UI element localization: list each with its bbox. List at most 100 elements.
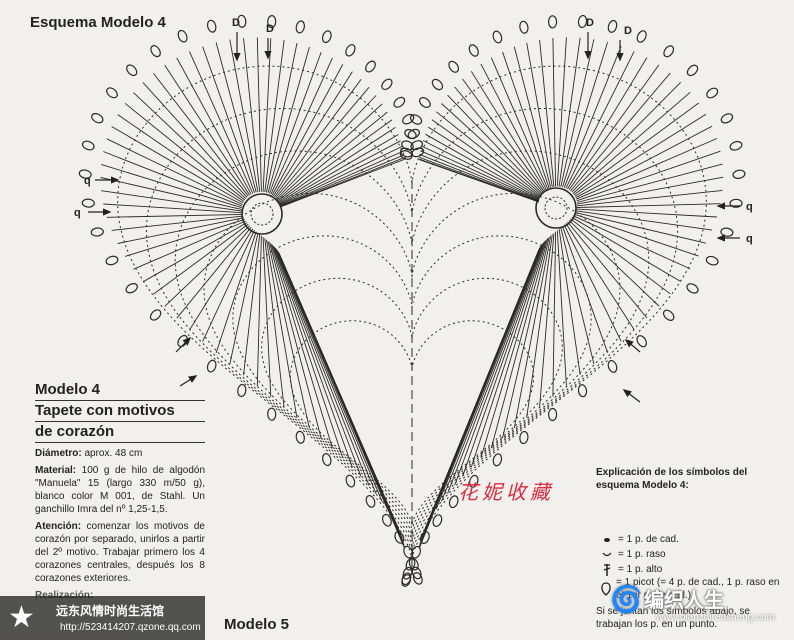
legend-item-text: = 1 p. de cad.	[618, 534, 679, 545]
treble-stitch	[425, 133, 540, 200]
arrow-head-icon	[624, 339, 634, 348]
treble-stitch	[270, 243, 333, 449]
picot	[577, 384, 588, 398]
treble-stitch	[570, 72, 671, 192]
treble-stitch	[277, 251, 388, 510]
treble-stitch	[576, 138, 718, 200]
picot	[720, 227, 734, 237]
treble-stitch	[262, 38, 272, 192]
picot	[662, 309, 675, 321]
picot	[295, 20, 305, 34]
arrow-head-icon	[233, 52, 241, 62]
arrow-label: D	[624, 25, 632, 37]
treble-stitch	[267, 241, 310, 429]
treble-stitch	[470, 240, 546, 468]
treble-stitch	[539, 233, 555, 408]
treble-stitch	[576, 189, 723, 207]
picot	[295, 430, 305, 444]
picot	[448, 495, 459, 509]
arrow-label: q	[74, 207, 81, 219]
treble-stitch	[462, 241, 545, 477]
picot	[547, 407, 558, 422]
picot	[410, 140, 424, 151]
treble-stitch	[202, 229, 255, 342]
treble-stitch	[560, 39, 595, 187]
treble-stitch	[513, 235, 552, 428]
treble-stitch	[419, 154, 539, 202]
picot-icon	[600, 582, 612, 596]
realizacion: Realización:	[35, 589, 205, 602]
legend-note: Si se juntan los símbolos abajo, se trab…	[596, 606, 750, 630]
treble-stitch	[563, 46, 622, 188]
legend-item-slip: = 1 p. raso	[600, 547, 786, 562]
treble-stitch	[462, 78, 545, 192]
treble-stitch	[573, 102, 699, 196]
diametro-value: aprox. 48 cm	[84, 448, 143, 459]
atencion-label: Atención:	[35, 521, 82, 532]
treble-stitch	[502, 51, 550, 189]
watermark-right-title: 编织人生	[644, 590, 724, 612]
treble-stitch	[419, 156, 539, 203]
picot	[237, 14, 247, 28]
treble-stitch	[565, 223, 635, 330]
picot	[206, 359, 217, 373]
treble-stitch	[577, 176, 724, 205]
picot	[411, 147, 425, 158]
slip-stitch-icon	[600, 551, 614, 559]
treble-stitch	[273, 71, 353, 197]
treble-stitch	[573, 213, 699, 257]
treble-stitch	[574, 113, 707, 197]
treble-stitch	[480, 239, 547, 458]
treble-stitch	[111, 215, 244, 231]
treble-stitch	[229, 39, 259, 193]
model-info: Modelo 4 Tapete con motivos de corazón D…	[35, 380, 205, 602]
swirl-logo-icon: 🌀	[610, 584, 643, 614]
treble-stitch	[142, 82, 248, 198]
picot	[345, 474, 356, 488]
treble-stitch	[526, 234, 553, 418]
treble-stitch	[271, 64, 344, 196]
model-name-line-1: Tapete con motivos	[35, 401, 205, 422]
treble-stitch	[279, 150, 404, 207]
atencion-value: comenzar los motivos de corazón por sepa…	[35, 521, 205, 584]
legend-item-treble: = 1 p. alto	[600, 562, 786, 577]
treble-stitch	[576, 208, 717, 218]
treble-stitch	[103, 203, 243, 214]
picot	[78, 169, 92, 179]
stitch-row	[117, 65, 707, 561]
arrow-head-icon	[616, 52, 624, 62]
treble-stitch	[274, 79, 362, 198]
treble-stitch	[526, 42, 553, 188]
picot	[547, 15, 558, 29]
material-value: 100 g de hilo de algodón "Manuela" 15 (l…	[35, 465, 206, 515]
material: Material: 100 g de hilo de algodón "Manu…	[35, 464, 205, 516]
watermark-left: ★ 远东风情时尚生活馆 http://523414207.qzone.qq.co…	[0, 596, 205, 640]
treble-stitch	[576, 203, 721, 208]
treble-stitch	[265, 43, 298, 193]
treble-stitch	[567, 57, 648, 190]
treble-stitch	[133, 220, 246, 270]
picot	[365, 495, 376, 508]
treble-stitch	[562, 41, 609, 188]
treble-stitch	[106, 138, 243, 205]
watermark-left-url: http://523414207.qzone.qq.com	[60, 622, 201, 633]
next-model-heading: Modelo 5	[224, 616, 290, 633]
stitch-row	[261, 277, 563, 532]
arrow-head-icon	[716, 234, 726, 242]
treble-stitch	[272, 245, 353, 468]
treble-stitch	[124, 102, 245, 201]
symbol-legend: Explicación de los símbolos del esquema …	[596, 466, 786, 631]
arrow-label: q	[746, 233, 753, 245]
treble-stitch	[447, 243, 543, 494]
treble-stitch	[277, 111, 388, 202]
treble-stitch	[164, 64, 251, 196]
treble-stitch	[422, 140, 540, 200]
arrow-label: q	[84, 175, 91, 187]
arrow-label: D	[266, 23, 274, 35]
star-icon: ★	[8, 601, 35, 634]
treble-stitch	[279, 140, 401, 206]
treble-stitch	[276, 250, 383, 502]
page-title: Esquema Modelo 4	[30, 14, 166, 31]
picot	[91, 113, 104, 124]
atencion: Atención: comenzar los motivos de corazó…	[35, 520, 205, 585]
